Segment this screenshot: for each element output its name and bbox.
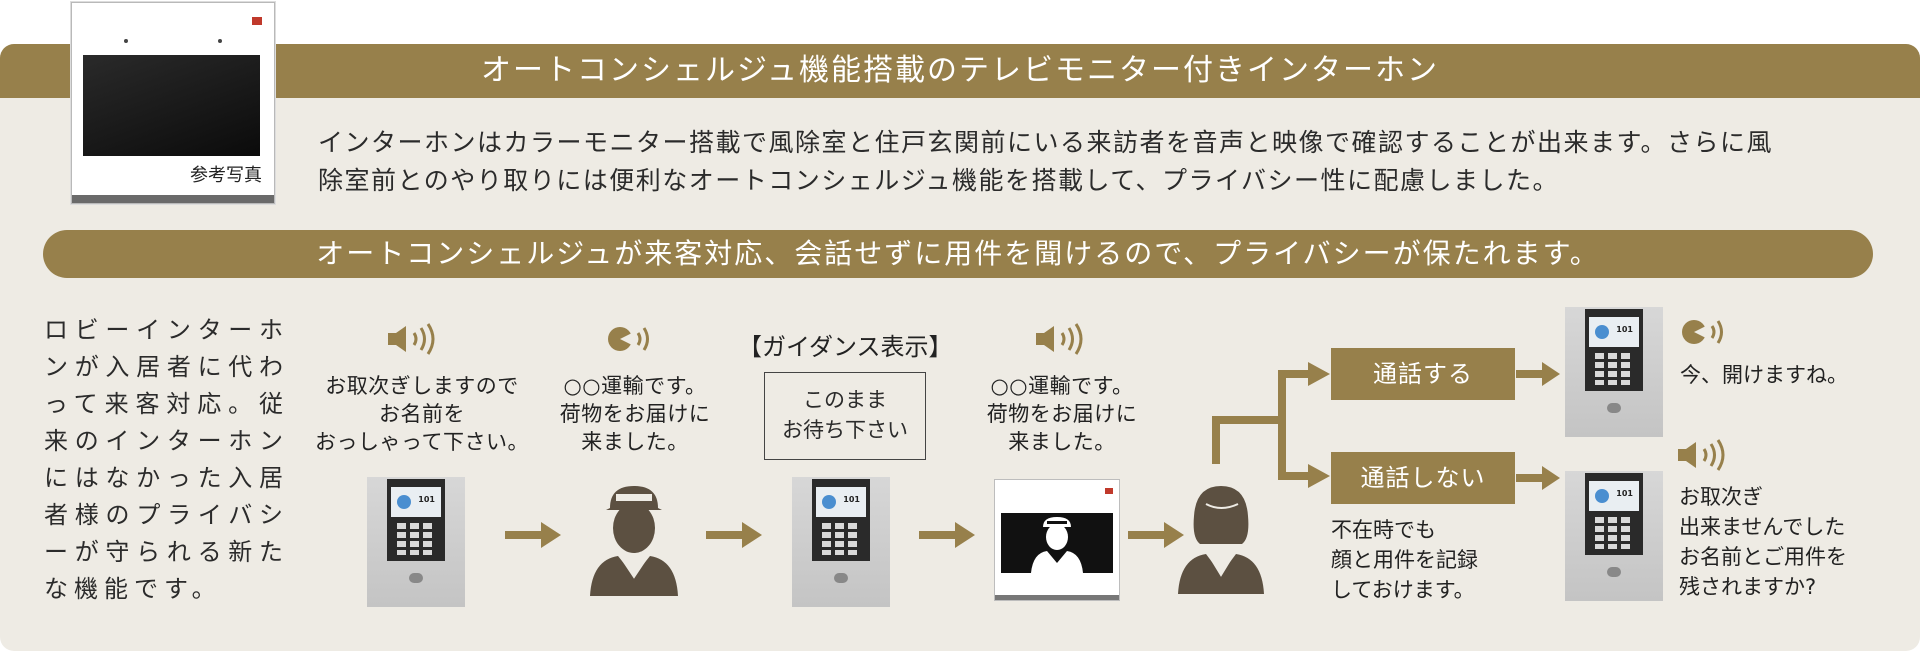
speaker-icon	[1036, 323, 1083, 355]
intercom-display: 101	[1589, 481, 1639, 511]
intercom-speaker	[1607, 567, 1621, 577]
lobby-intercom: 101	[792, 477, 890, 607]
branch-connector	[1212, 362, 1330, 488]
caption-line: おっしゃって下さい。	[315, 430, 529, 454]
reply-line: お名前とご用件を	[1679, 545, 1847, 569]
photo-caption: 参考写真	[190, 165, 262, 186]
caption-line: お名前を	[379, 402, 465, 426]
no-talk-reply: お取次ぎ 出来ませんでした お名前とご用件を 残されますか?	[1679, 482, 1847, 602]
title-bar	[0, 44, 1920, 98]
caption-line: 荷物をお届けに	[986, 402, 1138, 426]
visitor-icon	[590, 486, 678, 596]
room-number: 101	[1616, 325, 1633, 334]
caption-line: お取次ぎしますので	[325, 374, 519, 398]
speech-icon	[1682, 320, 1723, 344]
reply-line: 出来ませんでした	[1679, 515, 1846, 539]
monitor-base	[72, 195, 274, 203]
intro-line-1: インターホンはカラーモニター搭載で風除室と住戸玄関前にいる来訪者を音声と映像で確…	[318, 128, 1774, 157]
guidance-line: このまま	[803, 388, 887, 412]
privacy-banner: オートコンシェルジュが来客対応、会話せずに用件を聞けるので、プライバシーが保たれ…	[43, 230, 1873, 278]
lobby-intercom: 101	[1565, 307, 1663, 437]
visitor-on-screen-icon	[1031, 517, 1083, 573]
arrow-icon	[1516, 362, 1560, 386]
intercom-display: 101	[391, 487, 441, 517]
monitor-screen	[1001, 513, 1113, 573]
speech-icon	[608, 327, 649, 351]
note-line: 顔と用件を記録	[1331, 548, 1478, 572]
room-monitor	[994, 479, 1120, 601]
note-line: しておけます。	[1331, 578, 1475, 602]
reply-line: お取次ぎ	[1679, 485, 1763, 509]
brand-logo	[252, 17, 262, 25]
talk-reply: 今、開けますね。	[1680, 363, 1848, 387]
keypad	[397, 523, 435, 555]
room-number: 101	[843, 495, 860, 504]
brand-logo	[1105, 488, 1113, 494]
caption-line: ○○運輸です。	[563, 374, 707, 398]
step1-caption: お取次ぎしますので お名前を おっしゃって下さい。	[312, 372, 532, 456]
arrow-icon	[919, 522, 975, 548]
speaker-icon	[388, 323, 435, 355]
caption-line: ○○運輸です。	[990, 374, 1134, 398]
resident-icon	[1178, 486, 1264, 594]
intercom-speaker	[834, 573, 848, 583]
talk-button: 通話する	[1331, 348, 1515, 400]
monitor-base	[995, 595, 1119, 600]
intercom-display: 101	[816, 487, 866, 517]
camera-dot	[124, 39, 128, 43]
lobby-description: ロビーインターホンが入居者に代わって来客対応。従来のインターホンにはなかった入居…	[44, 316, 289, 603]
intro-line-2: 除室前とのやり取りには便利なオートコンシェルジュ機能を搭載して、プライバシー性に…	[318, 166, 1560, 195]
sensor-dot	[218, 39, 222, 43]
intro-text: インターホンはカラーモニター搭載で風除室と住戸玄関前にいる来訪者を音声と映像で確…	[318, 124, 1898, 200]
room-number: 101	[1616, 489, 1633, 498]
monitor-screen	[83, 55, 260, 156]
page-title: オートコンシェルジュ機能搭載のテレビモニター付きインターホン	[481, 53, 1439, 88]
arrow-icon	[706, 522, 762, 548]
keypad	[1595, 517, 1633, 549]
step4-caption: ○○運輸です。 荷物をお届けに 来ました。	[972, 372, 1152, 456]
no-talk-note: 不在時でも 顔と用件を記録 しておけます。	[1331, 515, 1478, 605]
lobby-intercom: 101	[1565, 471, 1663, 601]
step2-caption: ○○運輸です。 荷物をお届けに 来ました。	[545, 372, 725, 456]
intercom-display: 101	[1589, 317, 1639, 347]
keypad	[822, 523, 860, 555]
no-talk-button: 通話しない	[1331, 452, 1515, 504]
guidance-line: お待ち下さい	[782, 418, 908, 442]
lobby-intercom: 101	[367, 477, 465, 607]
keypad	[1595, 353, 1633, 385]
guidance-title: 【ガイダンス表示】	[738, 333, 953, 361]
arrow-icon	[505, 522, 561, 548]
caption-line: 荷物をお届けに	[559, 402, 711, 426]
caption-line: 来ました。	[1008, 430, 1116, 454]
room-number: 101	[418, 495, 435, 504]
speaker-icon	[1678, 439, 1725, 471]
reference-photo: 参考写真	[71, 2, 275, 204]
intercom-speaker	[1607, 403, 1621, 413]
guidance-box: このまま お待ち下さい	[764, 372, 926, 460]
caption-line: 来ました。	[581, 430, 689, 454]
note-line: 不在時でも	[1331, 518, 1436, 542]
arrow-icon	[1516, 466, 1560, 490]
reply-line: 残されますか?	[1679, 575, 1817, 599]
arrow-icon	[1128, 522, 1184, 548]
intercom-speaker	[409, 573, 423, 583]
